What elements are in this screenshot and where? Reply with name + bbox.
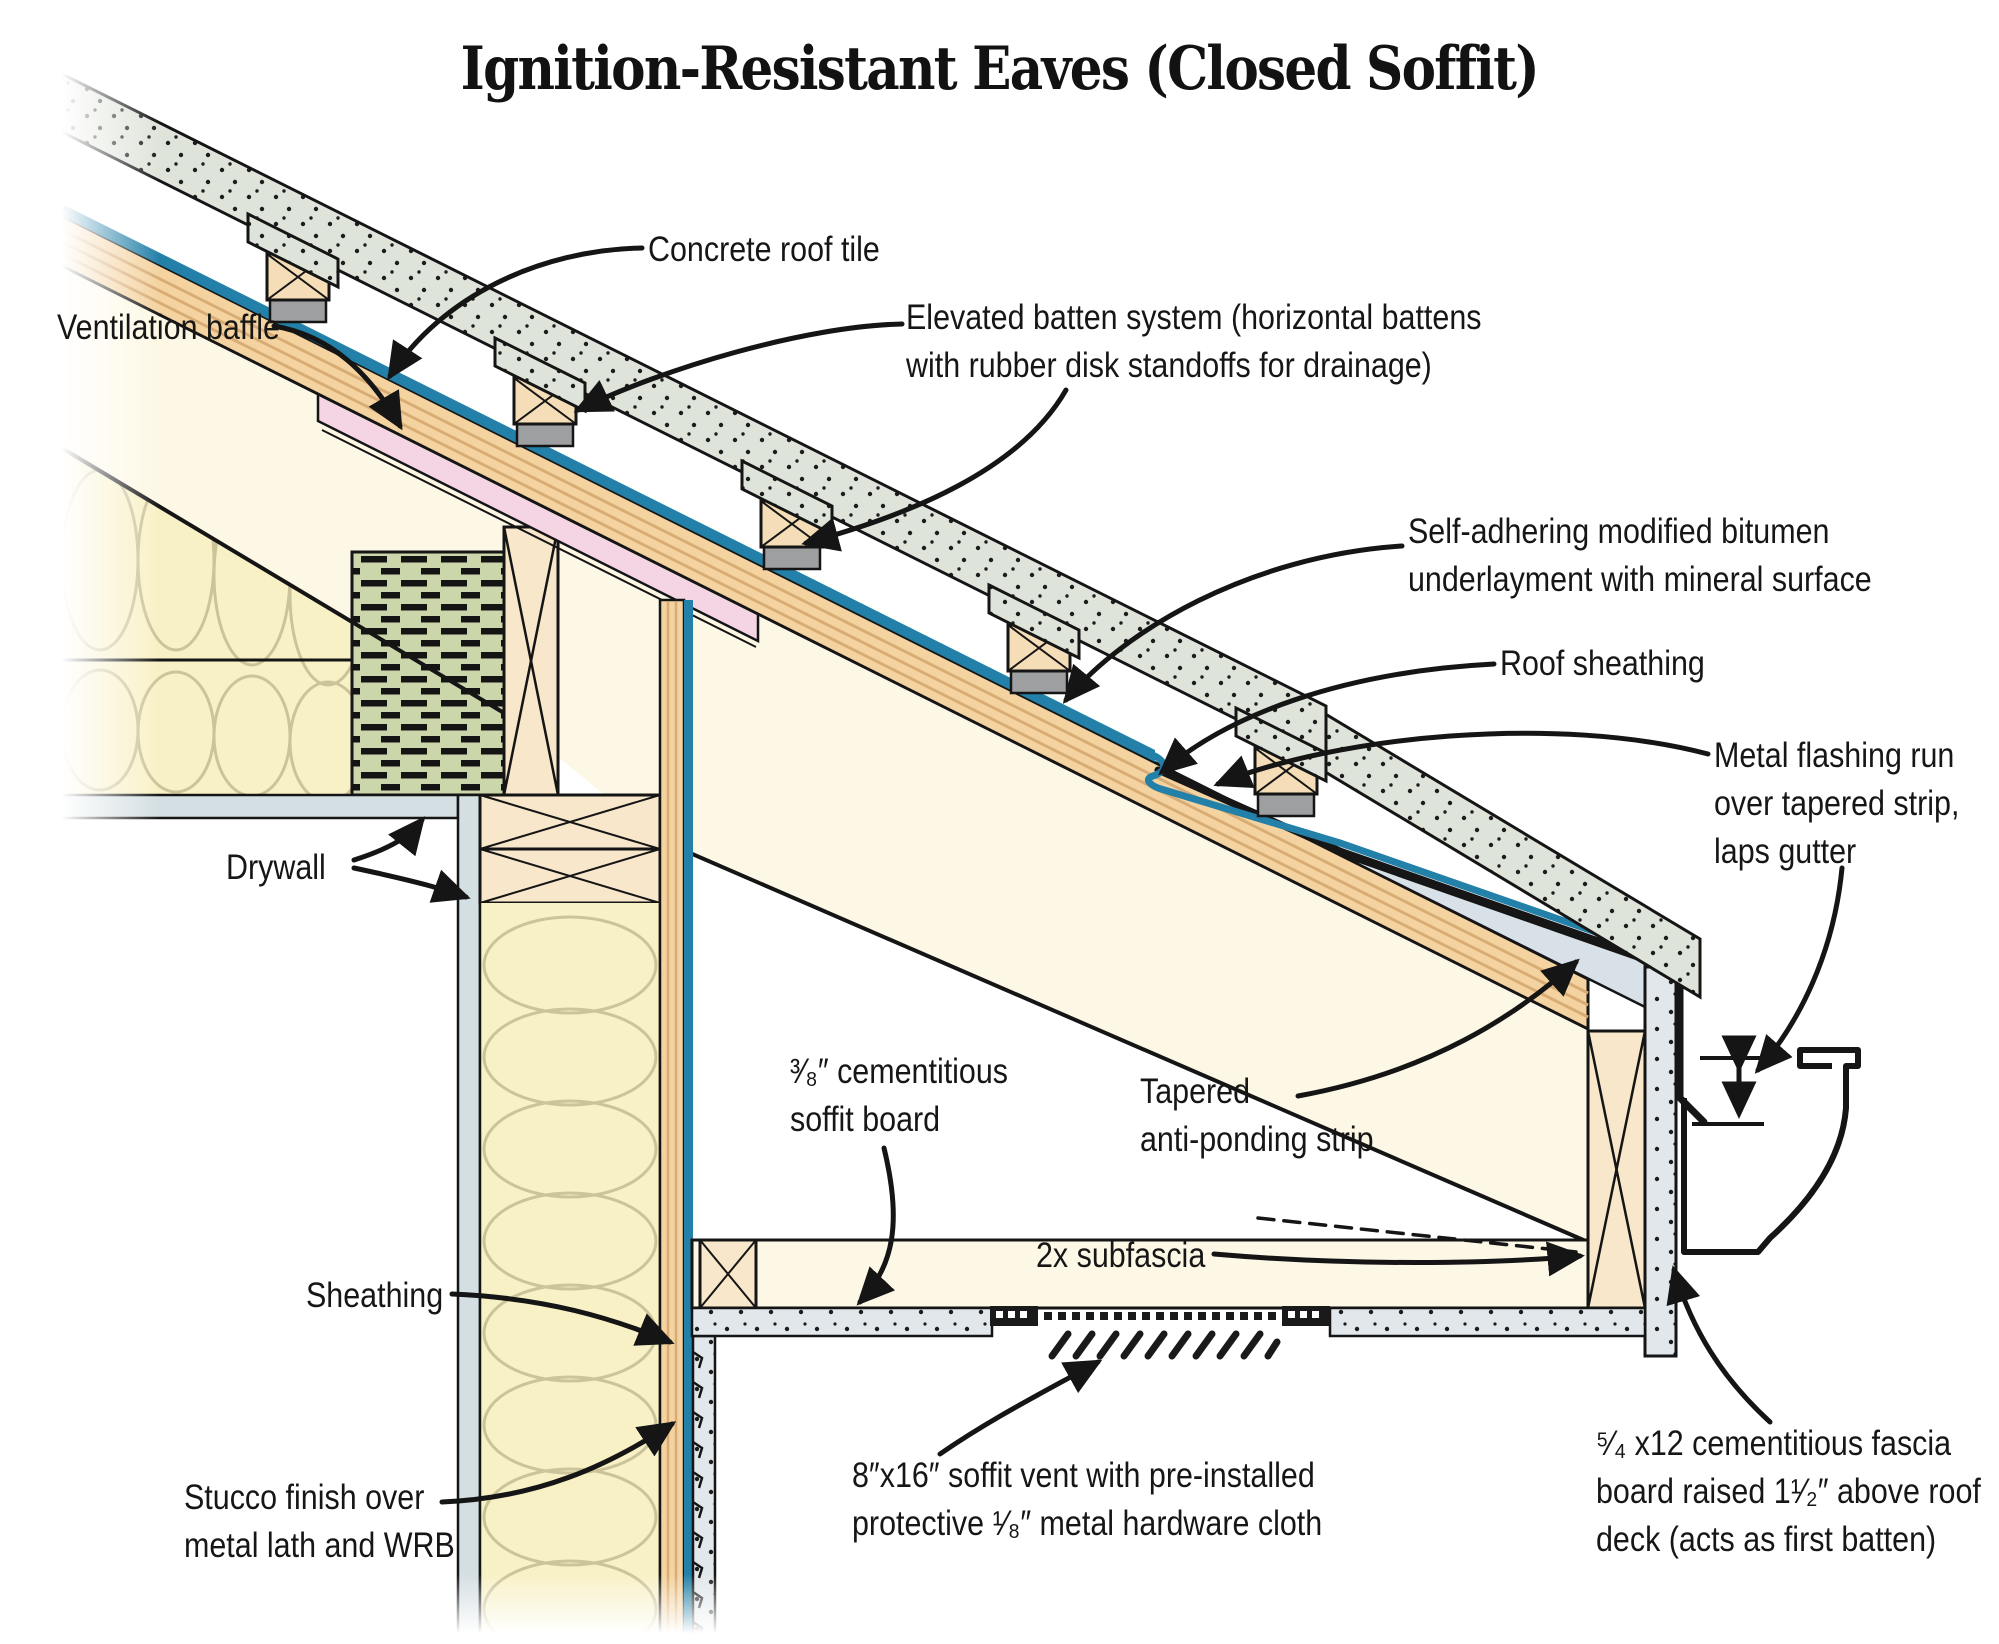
wall-assembly (58, 598, 717, 1644)
soffit-framing (690, 1238, 1590, 1310)
gutter-profile (1681, 1047, 1861, 1255)
leader-ventilation-baffle (271, 323, 403, 431)
underlayment-band (60, 203, 1155, 762)
label-metal-flashing: Metal flashing run over tapered strip, l… (1714, 736, 1960, 871)
leader-drywall-b (351, 865, 471, 903)
label-soffit-vent: 8″x16″ soffit vent with pre-installed pr… (852, 1456, 1323, 1543)
wall-wrb (684, 600, 693, 1644)
leader-drywall-a (351, 816, 426, 863)
rafter-blocking (502, 525, 560, 797)
page-title: Ignition-Resistant Eaves (Closed Soffit) (460, 34, 1540, 104)
wall-sheathing (658, 598, 686, 1644)
soffit-board-right (1328, 1306, 1647, 1338)
leader-flashing-a (1213, 730, 1711, 788)
label-soffit-board: ³⁄₈″ cementitious soffit board (790, 1052, 1009, 1139)
leader-subfascia (1211, 1241, 1585, 1277)
label-stucco: Stucco finish over metal lath and WRB (184, 1478, 455, 1565)
leader-underlayment (1062, 543, 1405, 704)
leader-fascia (1666, 1265, 1773, 1425)
fascia-board (1643, 965, 1678, 1358)
label-underlayment: Self-adhering modified bitumen underlaym… (1408, 512, 1872, 599)
wall-drywall (456, 793, 482, 1644)
soffit-vent (990, 1306, 1330, 1360)
leader-wall-sheathing (449, 1291, 675, 1346)
leader-soffit-vent (937, 1359, 1103, 1457)
label-fascia-board: ⁵⁄₄ x12 cementitious fascia board raised… (1596, 1424, 1981, 1559)
leader-concrete-tile (387, 245, 645, 381)
raise-dimension (1692, 1035, 1778, 1126)
label-batten-system: Elevated batten system (horizontal batte… (906, 298, 1482, 385)
soffit-assembly (690, 1238, 1647, 1360)
roof-sheathing-band (58, 212, 1590, 1032)
label-ventilation-baffle: Ventilation baffle (57, 308, 280, 347)
label-concrete-tile: Concrete roof tile (648, 230, 880, 269)
subfascia-hidden-line (1256, 1216, 1578, 1254)
leader-roof-sheathing (1158, 661, 1497, 776)
leader-batten-b (801, 387, 1069, 552)
bottom-fade (430, 1574, 730, 1644)
eave-vent-mesh (350, 550, 506, 797)
leader-soffit-board (856, 1145, 896, 1306)
leader-batten-a (573, 321, 905, 413)
top-plates (478, 793, 662, 905)
leader-arrows (271, 245, 1845, 1505)
leader-tapered (1295, 958, 1580, 1099)
leader-stucco (439, 1421, 677, 1505)
left-fade (40, 40, 160, 900)
eave-hypotenuse-line (659, 838, 1589, 1244)
label-wall-sheathing: Sheathing (306, 1276, 444, 1315)
label-subfascia: 2x subfascia (1036, 1236, 1206, 1275)
subfascia (1586, 1029, 1647, 1310)
label-tapered-strip: Tapered anti-ponding strip (1140, 1072, 1374, 1159)
label-drywall: Drywall (226, 848, 326, 887)
soffit-board-left (690, 1306, 994, 1338)
label-roof-sheathing: Roof sheathing (1500, 644, 1705, 683)
leader-flashing-b (1754, 865, 1845, 1074)
